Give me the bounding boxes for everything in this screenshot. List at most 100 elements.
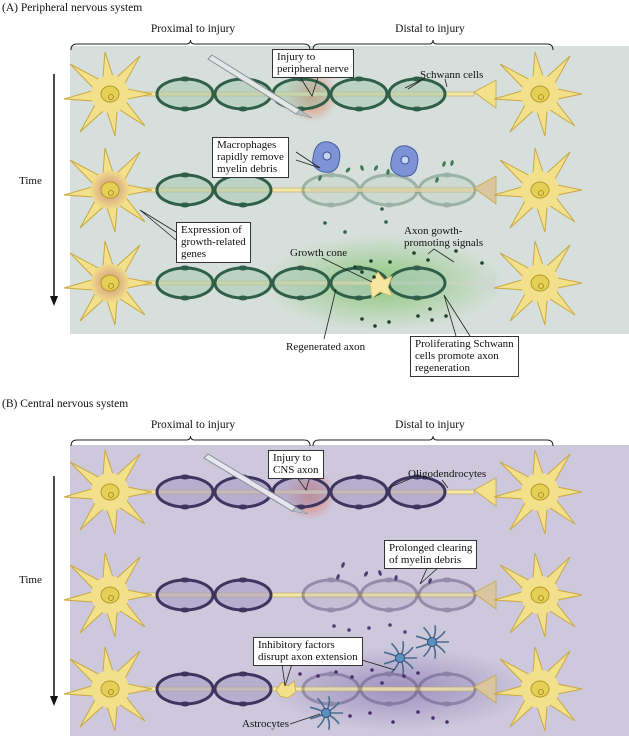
inhibitory-factor-dot — [350, 675, 354, 679]
oligodendrocyte — [155, 671, 215, 707]
sheath-nucleus — [412, 76, 422, 82]
sheath-oval — [301, 672, 361, 706]
callout-line: CNS axon — [273, 464, 319, 476]
sheath-nucleus — [442, 671, 452, 677]
panel-b-proximal-label: Proximal to injury — [150, 419, 236, 431]
myelin-debris — [336, 574, 340, 580]
axon-terminal — [473, 477, 497, 507]
pointer-expression — [139, 209, 177, 241]
nucleus — [100, 85, 120, 103]
degenerating-oligodendrocyte — [417, 671, 477, 707]
nucleolus — [108, 190, 114, 196]
time-arrow-a-head — [50, 296, 58, 306]
sheath-nucleus — [384, 607, 394, 613]
callout-line: cells promote axon — [415, 350, 499, 362]
nucleolus — [108, 492, 114, 498]
neuron-proximal — [63, 646, 153, 732]
nucleolus — [538, 492, 544, 498]
label-regenerated-axon: Regenerated axon — [286, 341, 366, 353]
neuron-proximal — [63, 240, 153, 326]
sheath-nucleus — [442, 577, 452, 583]
debris-dot — [384, 220, 388, 224]
sheath-nucleus — [238, 265, 248, 271]
schwann-cell — [329, 76, 389, 112]
neuron-distal — [493, 646, 583, 732]
sheath-nucleus — [296, 295, 306, 301]
sheath-nucleus — [384, 671, 394, 677]
myelin-debris — [378, 570, 382, 576]
degenerating-axon — [310, 188, 474, 192]
stalled-growth-cone — [275, 680, 297, 699]
growth-signal-dot — [360, 317, 364, 321]
callout-injury-peripheral: Injury to peripheral nerve — [272, 49, 354, 78]
growth-signal-dot — [387, 320, 391, 324]
bracket-distal-b — [312, 435, 554, 447]
sheath-nucleus — [238, 504, 248, 510]
astrocyte-body — [395, 653, 405, 663]
astrocyte-body — [321, 708, 331, 718]
pointer-signals — [427, 248, 455, 263]
sheath-oval — [387, 475, 447, 509]
nucleolus — [538, 190, 544, 196]
degenerating-oligodendrocyte — [417, 577, 477, 613]
sheath-nucleus — [180, 577, 190, 583]
pointer-injury-cns — [295, 475, 311, 491]
neuron-distal — [493, 51, 583, 137]
sheath-oval — [329, 77, 389, 111]
sheath-oval — [155, 173, 215, 207]
astrocyte — [309, 696, 343, 730]
scalpel-blade — [295, 109, 313, 119]
schwann-cell — [387, 265, 447, 301]
schwann-cell — [155, 172, 215, 208]
schwann-cell — [271, 265, 331, 301]
sheath-nucleus — [326, 202, 336, 208]
growth-signal-dot — [369, 259, 373, 263]
pointer-injury-peripheral — [299, 76, 319, 97]
axon-terminal — [473, 79, 497, 109]
inhibitory-factor-dot — [334, 670, 338, 674]
callout-inhibitory-factors: Inhibitory factors disrupt axon extensio… — [253, 637, 363, 666]
label-oligodendrocytes: Oligodendrocytes — [408, 468, 487, 480]
oligodendrocyte — [213, 671, 273, 707]
myelin-debris — [435, 177, 439, 183]
degenerating-oligodendrocyte — [359, 577, 419, 613]
callout-line: Macrophages — [217, 139, 277, 151]
callout-macrophages: Macrophages rapidly remove myelin debris — [212, 137, 289, 178]
panel-a-distal-label: Distal to injury — [395, 23, 465, 35]
oligodendrocyte — [329, 474, 389, 510]
pointer-oligodendrocytes — [387, 477, 449, 489]
callout-line: regeneration — [415, 362, 470, 374]
inhibitory-factor-dot — [445, 720, 449, 724]
sheath-oval — [155, 672, 215, 706]
growth-signal-dot — [426, 258, 430, 262]
myelin-debris — [450, 160, 454, 166]
panel-a-time-label: Time — [19, 175, 42, 187]
sheath-oval — [271, 266, 331, 300]
faded-terminal — [474, 271, 496, 295]
sheath-nucleus — [412, 106, 422, 112]
callout-line: growth-related — [181, 236, 246, 248]
nucleolus — [108, 283, 114, 289]
inhibitory-factor-dot — [368, 711, 372, 715]
panel-a-proximal-label: Proximal to injury — [150, 23, 236, 35]
sheath-oval — [359, 672, 419, 706]
growth-signal-dot — [416, 314, 420, 318]
sheath-oval — [359, 578, 419, 612]
nucleus — [530, 181, 550, 199]
nucleus — [530, 586, 550, 604]
sheath-oval — [417, 578, 477, 612]
sheath-nucleus — [442, 172, 452, 178]
panel-b-distal-label: Distal to injury — [395, 419, 465, 431]
nucleolus — [108, 94, 114, 100]
debris-dot — [332, 624, 336, 628]
pointer-astrocytes — [289, 713, 321, 725]
callout-line: disrupt axon extension — [258, 651, 358, 663]
sheath-nucleus — [326, 607, 336, 613]
sheath-oval — [155, 475, 215, 509]
schwann-cell — [155, 76, 215, 112]
sheath-oval — [155, 77, 215, 111]
growth-signal-dot — [360, 270, 364, 274]
sheath-nucleus — [326, 577, 336, 583]
schwann-cell — [213, 76, 273, 112]
